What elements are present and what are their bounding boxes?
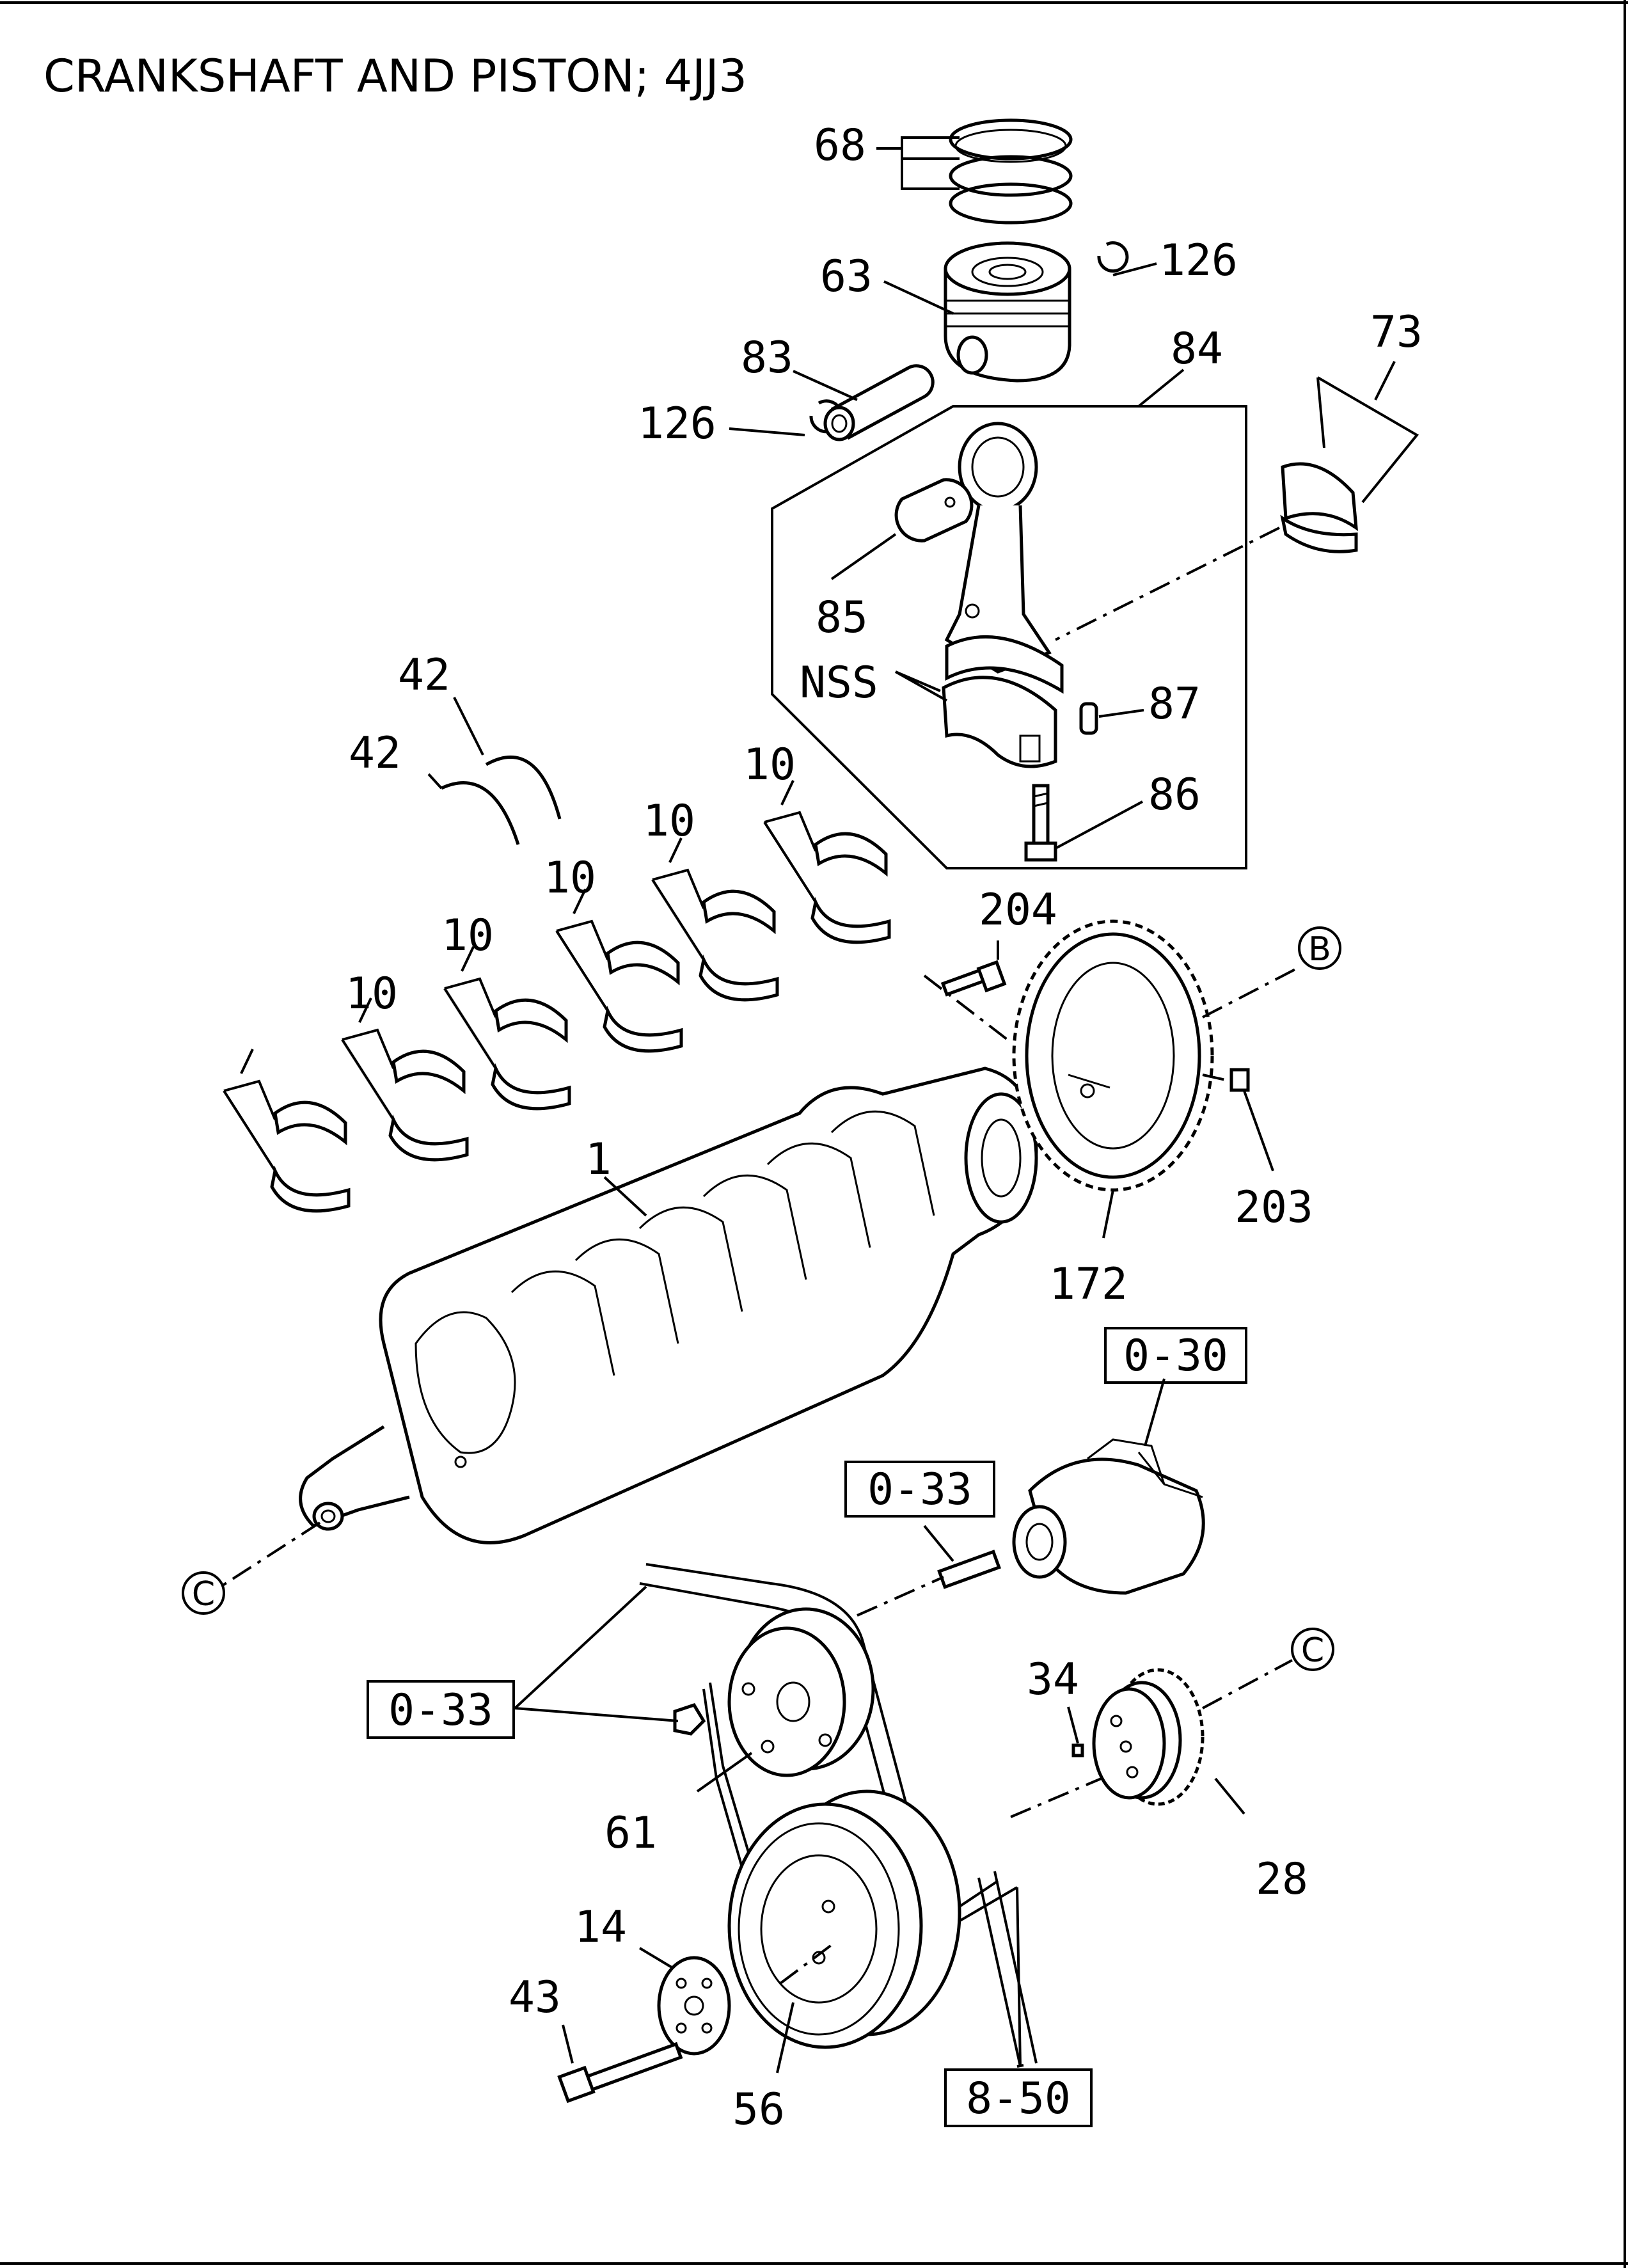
idler-pulley bbox=[727, 1607, 875, 1777]
callout-10-5: 10 bbox=[345, 969, 398, 1019]
piston-pin bbox=[823, 364, 935, 441]
pulley-washer bbox=[657, 1956, 731, 2056]
crankshaft-timing-gear bbox=[1012, 919, 1214, 1192]
gear-key bbox=[1071, 1743, 1084, 1757]
ref-box-0-33-nut[interactable]: 0-33 bbox=[367, 1680, 515, 1739]
ref-circle-b bbox=[1298, 926, 1341, 970]
callout-204: 204 bbox=[979, 885, 1057, 935]
connecting-rod-group-box bbox=[771, 405, 1247, 869]
callout-34: 34 bbox=[1027, 1654, 1079, 1705]
callout-84: 84 bbox=[1171, 324, 1223, 374]
ref-circle-c-left-label: C bbox=[192, 1575, 215, 1614]
page-title: CRANKSHAFT AND PISTON; 4JJ3 bbox=[43, 50, 747, 102]
snap-ring-top bbox=[1097, 241, 1129, 273]
callout-85: 85 bbox=[816, 592, 868, 643]
callout-83: 83 bbox=[741, 333, 793, 383]
knock-pin bbox=[1079, 702, 1098, 735]
ref-circle-c-top-label: C bbox=[1301, 1631, 1324, 1670]
ref-circle-c-top bbox=[1291, 1628, 1334, 1671]
oil-pump-housing bbox=[1012, 1438, 1205, 1595]
piston-rings bbox=[949, 118, 1073, 225]
callout-28: 28 bbox=[1256, 1854, 1308, 1905]
ref-circle-b-label: B bbox=[1308, 930, 1331, 969]
callout-42-left: 42 bbox=[349, 728, 401, 779]
main-bearings bbox=[223, 780, 891, 1213]
callout-63: 63 bbox=[820, 251, 873, 302]
callout-126-top: 126 bbox=[1159, 235, 1238, 286]
ref-box-8-50-label: 8-50 bbox=[966, 2074, 1071, 2124]
piston bbox=[944, 241, 1071, 383]
callout-42-top: 42 bbox=[398, 650, 450, 701]
connecting-rod-cap bbox=[942, 676, 1057, 768]
callout-10-4: 10 bbox=[441, 910, 494, 961]
connecting-rod-bolt bbox=[1024, 784, 1057, 862]
callout-14: 14 bbox=[574, 1902, 627, 1953]
callout-86: 86 bbox=[1148, 770, 1201, 820]
callout-126-left: 126 bbox=[638, 399, 716, 449]
callout-203: 203 bbox=[1235, 1182, 1313, 1233]
ref-box-8-50[interactable]: 8-50 bbox=[944, 2068, 1093, 2127]
ref-box-0-33-nut-label: 0-33 bbox=[388, 1685, 493, 1736]
ref-box-0-33-stud-label: 0-33 bbox=[867, 1464, 972, 1515]
pulley-bolt bbox=[557, 2042, 683, 2104]
callout-73: 73 bbox=[1370, 307, 1423, 358]
ref-box-0-33-stud[interactable]: 0-33 bbox=[844, 1461, 995, 1518]
connecting-rod-bearing bbox=[894, 478, 974, 543]
callout-172: 172 bbox=[1049, 1259, 1128, 1310]
connecting-rod bbox=[944, 422, 1064, 694]
crankshaft bbox=[299, 1067, 1038, 1544]
crankshaft-pulley bbox=[727, 1789, 961, 2049]
callout-10-3: 10 bbox=[544, 853, 596, 903]
callout-61: 61 bbox=[605, 1808, 657, 1859]
callout-10-1: 10 bbox=[743, 740, 796, 790]
callout-87: 87 bbox=[1148, 679, 1201, 729]
callout-1: 1 bbox=[585, 1134, 612, 1185]
callout-10-2: 10 bbox=[643, 796, 695, 846]
gear-dowel bbox=[1229, 1068, 1250, 1092]
crankshaft-gear bbox=[1092, 1668, 1205, 1806]
ref-box-0-30-label: 0-30 bbox=[1123, 1331, 1228, 1381]
callout-43: 43 bbox=[509, 1972, 561, 2023]
crank-pin-bearing bbox=[1280, 462, 1358, 553]
thrust-washer-left bbox=[440, 781, 520, 845]
ref-circle-c-left bbox=[182, 1571, 225, 1615]
stud-bolt bbox=[937, 1550, 1001, 1589]
callout-68: 68 bbox=[814, 120, 866, 171]
gear-bolt bbox=[940, 960, 1007, 997]
thrust-washer-right bbox=[485, 755, 562, 820]
ref-box-0-30[interactable]: 0-30 bbox=[1104, 1327, 1247, 1384]
pulley-nut bbox=[673, 1702, 706, 1736]
callout-56: 56 bbox=[732, 2084, 785, 2135]
callout-nss: NSS bbox=[800, 658, 878, 708]
